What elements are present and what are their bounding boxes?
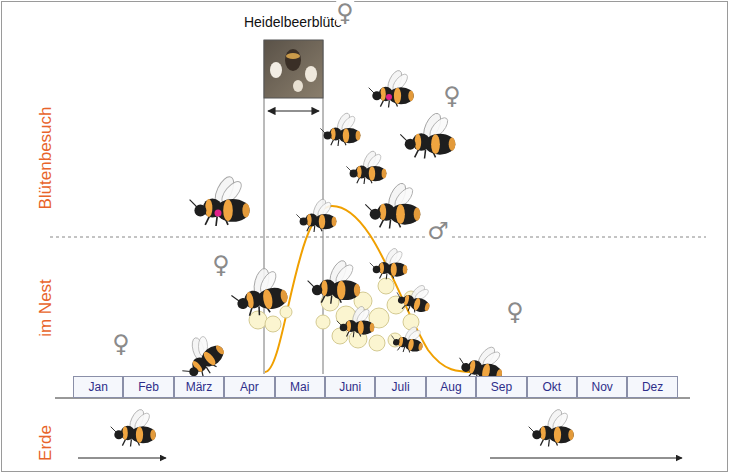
male-symbol: ♂ — [427, 219, 449, 243]
month-label: März — [186, 381, 213, 393]
flying-worker — [296, 197, 336, 232]
worker-bee — [337, 305, 375, 337]
wax-cell — [378, 278, 394, 294]
hibernating-queen — [111, 408, 156, 447]
zone-label: im Nest — [37, 279, 54, 337]
month-cell: Sep — [476, 376, 526, 398]
month-cell: Juni — [325, 376, 375, 398]
month-cell: Feb — [123, 376, 173, 398]
wax-cell — [403, 314, 419, 330]
flower — [293, 80, 303, 92]
month-label: Jan — [89, 381, 108, 393]
flying-male — [365, 181, 420, 229]
bloom-span-arrow — [268, 110, 319, 111]
photo-frame — [264, 40, 323, 98]
month-cell: Juli — [375, 376, 425, 398]
worker-bee — [389, 322, 426, 355]
photo-bee — [285, 49, 301, 71]
soil-arrow — [490, 458, 682, 459]
nesting-queen — [227, 263, 289, 319]
female-symbol: ♀ — [212, 253, 230, 277]
month-label: Juli — [392, 381, 410, 393]
month-cell: Okt — [527, 376, 577, 398]
worker-bee — [393, 278, 435, 316]
month-label: Dez — [642, 381, 663, 393]
blueberry-photo — [264, 40, 323, 98]
month-label: Apr — [240, 381, 259, 393]
month-cell: Nov — [577, 376, 627, 398]
month-label: Nov — [592, 381, 613, 393]
flying-queen — [369, 69, 414, 108]
worker-bee — [370, 247, 408, 279]
colony-size-curve — [265, 206, 476, 372]
hibernating-queen — [529, 408, 574, 447]
wax-cell — [249, 311, 267, 329]
month-cell: Apr — [224, 376, 274, 398]
month-cell: Jan — [73, 376, 123, 398]
pollen-load — [386, 94, 392, 100]
female-symbol: ♀ — [112, 332, 130, 356]
soil-arrow — [78, 458, 166, 459]
female-symbol: ♀ — [506, 300, 524, 324]
month-label: Aug — [440, 381, 461, 393]
flower — [305, 66, 317, 82]
wax-cell — [265, 316, 281, 332]
month-cell: März — [174, 376, 224, 398]
flower — [270, 62, 282, 78]
foraging-queen — [190, 174, 250, 226]
bees — [111, 69, 574, 447]
female-symbol: ♀ — [336, 1, 354, 25]
month-label: Feb — [138, 381, 159, 393]
wax-cell — [280, 306, 292, 318]
photo-heading: Heidelbeerblüte — [244, 15, 342, 29]
month-label: Juni — [339, 381, 361, 393]
month-label: Okt — [542, 381, 561, 393]
month-label: Sep — [491, 381, 512, 393]
month-cell: Aug — [426, 376, 476, 398]
nest-bee — [308, 258, 361, 303]
flying-worker — [346, 149, 386, 184]
zone-label: Blütenbesuch — [37, 106, 54, 209]
female-symbol: ♀ — [443, 84, 461, 108]
dashed-divider — [50, 237, 706, 238]
zone-label: Erde — [37, 425, 54, 461]
photo-bee-band — [286, 53, 300, 59]
wax-cell — [369, 335, 385, 351]
flying-worker — [320, 111, 360, 146]
month-cell: Dez — [627, 376, 677, 398]
flying-queen — [400, 111, 455, 159]
month-label: Mai — [290, 381, 309, 393]
wax-cell — [316, 315, 330, 329]
pollen-load — [215, 210, 222, 217]
month-cell: Mai — [275, 376, 325, 398]
